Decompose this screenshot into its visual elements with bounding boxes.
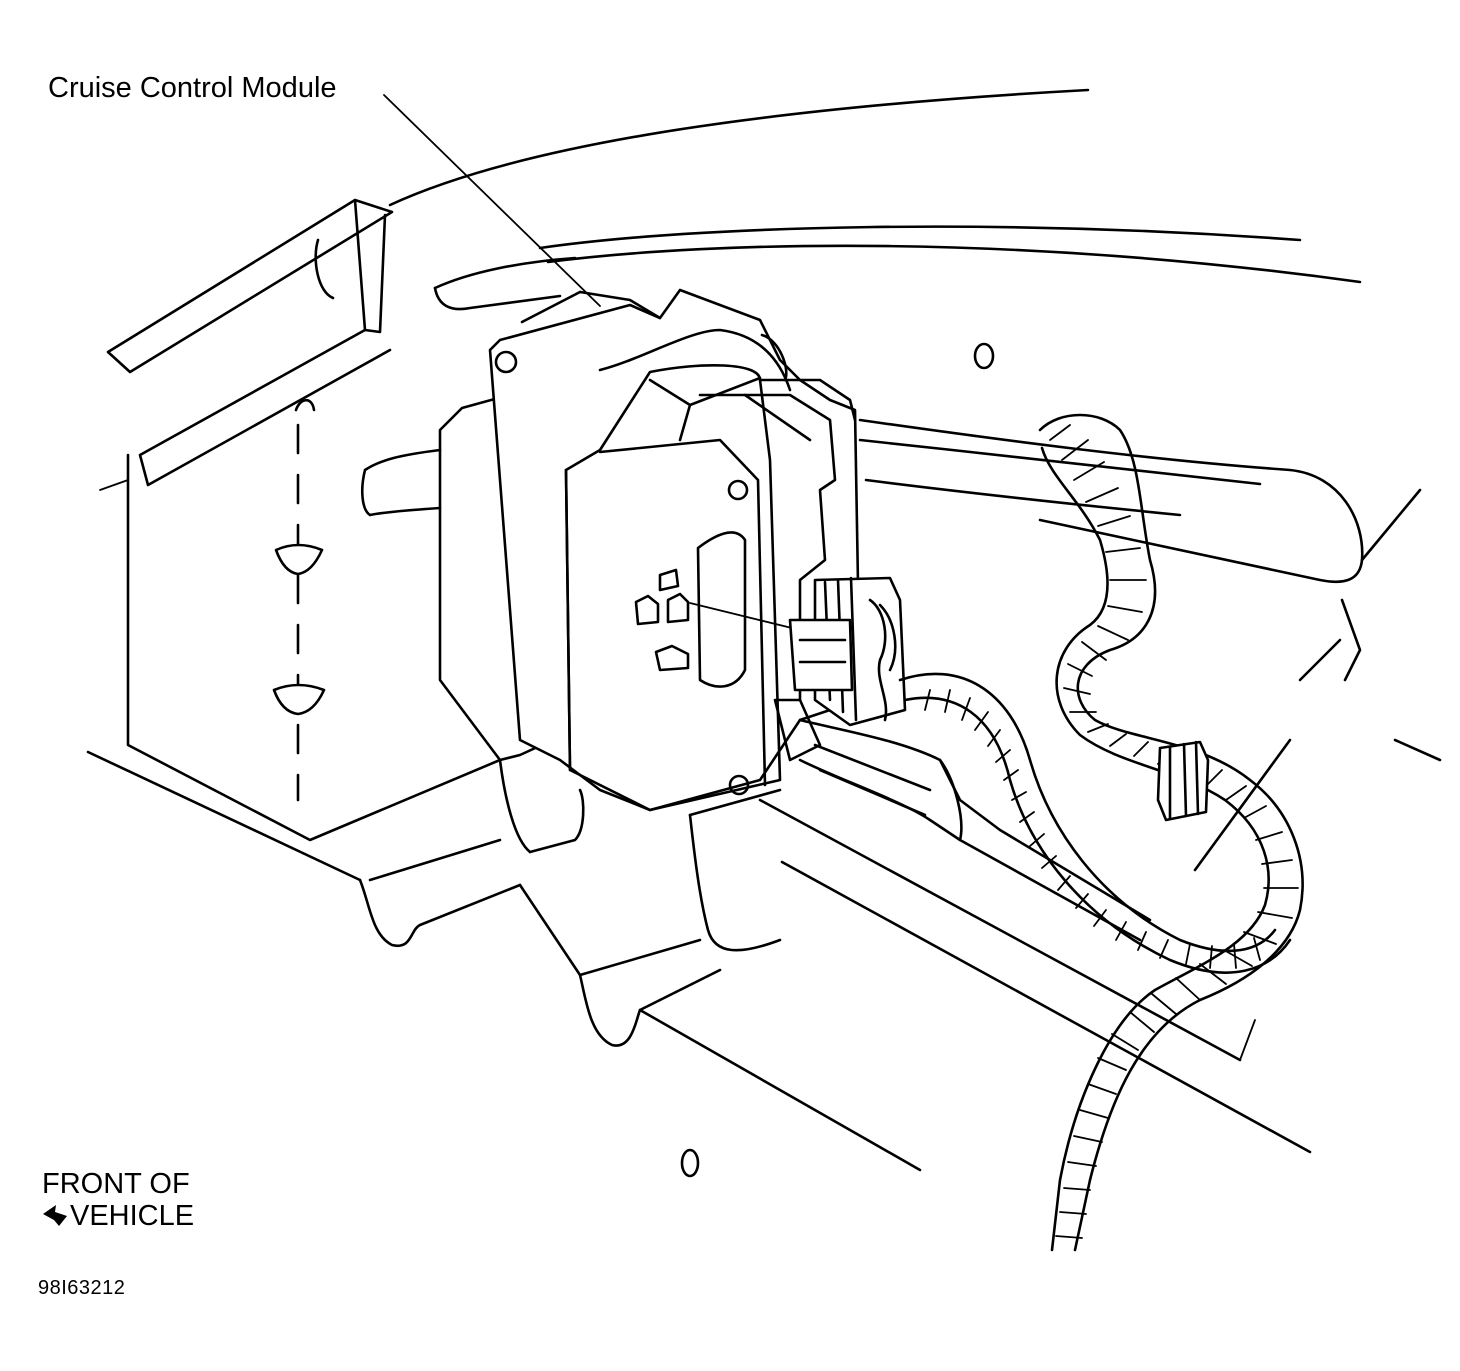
figure-id: 98I63212 [38,1277,126,1299]
module-housing [360,288,862,812]
front-line-1: FRONT OF [42,1168,190,1200]
left-mounting-bracket [99,198,502,842]
module-harness [898,672,1292,974]
front-arrow-icon [43,1205,67,1226]
callout-label: Cruise Control Module [48,72,337,104]
upper-body-panel [388,88,1362,311]
alignment-guide [272,423,326,802]
wiring-loom [1038,413,1304,1252]
cable-plug [798,718,1152,942]
callout-leader-line [383,94,601,307]
front-of-vehicle-indicator: FRONT OF VEHICLE [42,1168,194,1232]
module-connector [773,576,907,762]
floor-panel [86,750,1312,1178]
right-body-panel [858,342,1442,872]
front-line-2: VEHICLE [42,1200,194,1232]
front-line-2-text: VEHICLE [70,1200,195,1232]
